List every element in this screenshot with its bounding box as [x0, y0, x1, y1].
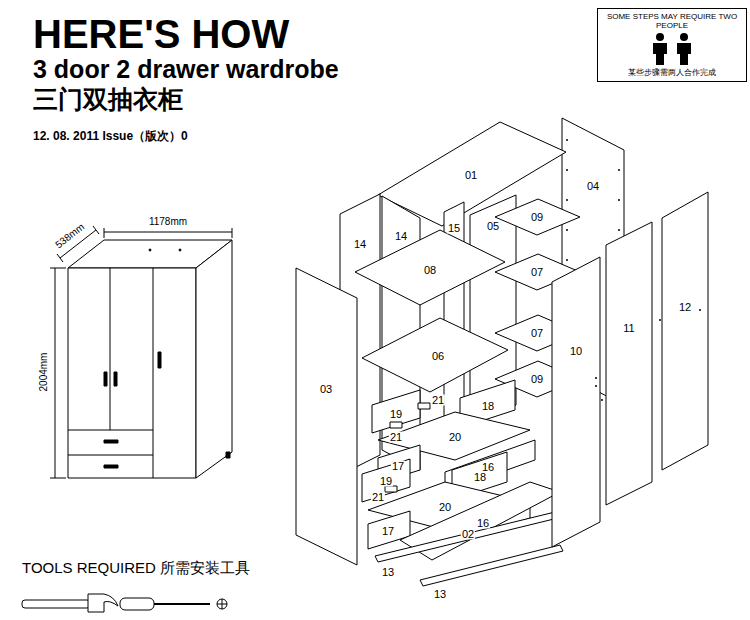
exploded-view — [296, 118, 708, 586]
callout-number: 18 — [473, 472, 487, 483]
callout-number: 11 — [622, 323, 635, 334]
callout-number: 05 — [486, 221, 500, 232]
callout-number: 13 — [433, 589, 447, 600]
callout-number: 12 — [678, 302, 692, 313]
callout-number: 01 — [464, 170, 478, 181]
callout-number: 09 — [530, 212, 544, 223]
callout-number: 13 — [381, 567, 395, 578]
callout-number: 15 — [447, 223, 461, 234]
dimension: 538mm — [53, 221, 87, 251]
callout-number: 18 — [481, 401, 495, 412]
callout-number: 21 — [431, 395, 445, 406]
callout-number: 14 — [353, 239, 367, 250]
callout-number: 06 — [431, 351, 445, 362]
subtitle: 3 door 2 drawer wardrobe — [33, 56, 339, 84]
dimension-lines — [50, 226, 232, 478]
callout-number: 07 — [530, 267, 544, 278]
callout-number: 16 — [476, 518, 490, 529]
tool-icons — [22, 594, 227, 612]
callout-number: 17 — [381, 526, 395, 537]
page-title: HERE'S HOW — [33, 12, 289, 56]
wardrobe-view — [68, 240, 232, 478]
two-people-icon — [642, 32, 702, 66]
callout-number: 09 — [530, 374, 544, 385]
callout-number: 07 — [530, 328, 544, 339]
issue-date: 12. 08. 2011 Issue（版次）0 — [33, 130, 188, 143]
callout-number: 14 — [394, 231, 408, 242]
callout-number: 04 — [586, 181, 600, 192]
callout-number: 02 — [461, 529, 475, 540]
tools-heading: TOOLS REQUIRED 所需安装工具 — [22, 560, 250, 577]
callout-number: 08 — [423, 265, 437, 276]
callout-number: 21 — [371, 492, 385, 503]
subtitle: 三门双抽衣柜 — [33, 86, 183, 114]
warning-text: 某些步骤需两人合作完成 — [602, 68, 742, 77]
dimension: 2004mm — [39, 352, 49, 393]
callout-number: 21 — [389, 432, 403, 443]
warning-box: SOME STEPS MAY REQUIRE TWO PEOPLE 某些步骤需两人… — [597, 8, 747, 82]
callout-number: 10 — [569, 346, 583, 357]
callout-number: 20 — [448, 432, 462, 443]
callout-number: 03 — [319, 384, 333, 395]
warning-text: SOME STEPS MAY REQUIRE TWO PEOPLE — [602, 12, 742, 30]
callout-number: 19 — [389, 409, 403, 420]
callout-number: 17 — [391, 461, 405, 472]
dimension: 1178mm — [148, 217, 188, 227]
callout-number: 19 — [379, 476, 393, 487]
callout-number: 20 — [438, 502, 452, 513]
